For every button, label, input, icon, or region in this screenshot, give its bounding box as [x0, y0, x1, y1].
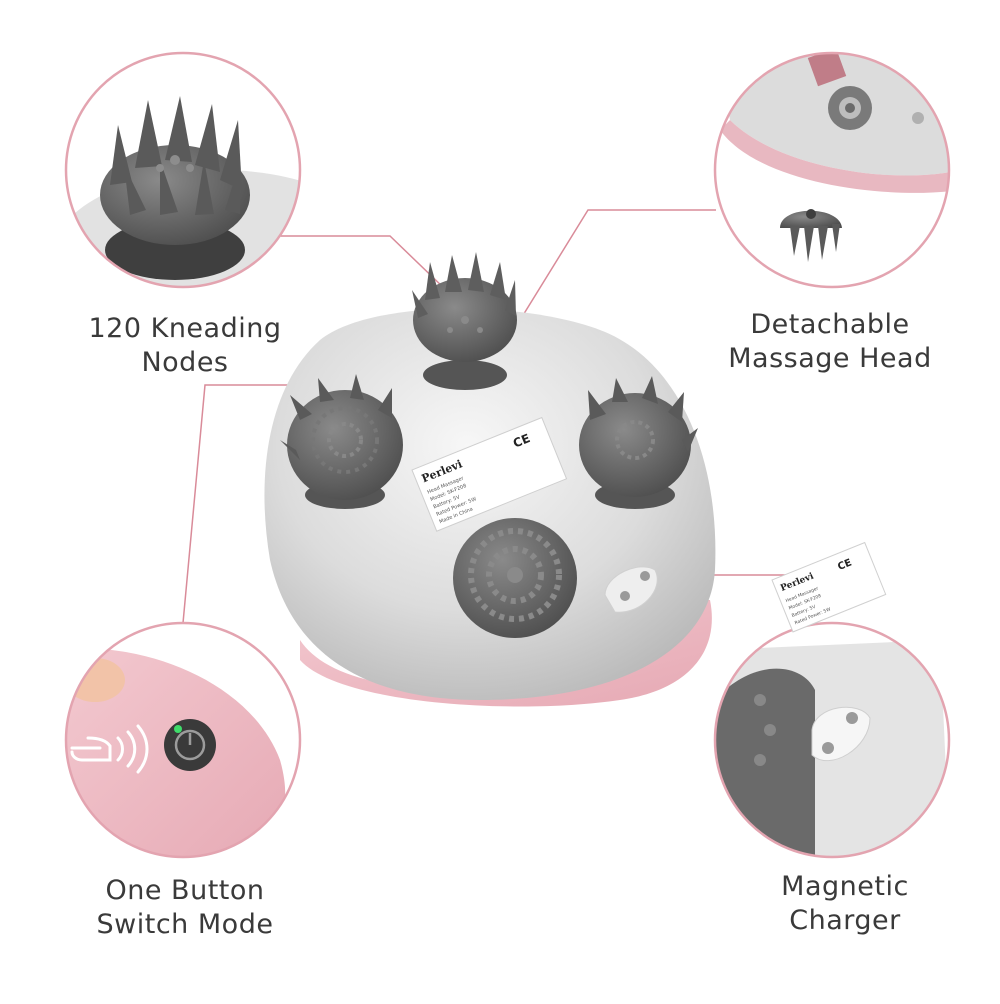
feature-one-button-line1: One Button — [105, 875, 265, 906]
massage-head-bottom — [453, 518, 577, 638]
detail-circle-kneading — [64, 51, 302, 289]
charging-contacts — [604, 566, 658, 613]
connector-button — [182, 384, 300, 624]
hand-press-icon — [70, 724, 149, 774]
feature-charger-line1: Magnetic — [781, 871, 909, 902]
feature-kneading-line2: Nodes — [141, 347, 229, 378]
feature-label-kneading: 120 Kneading Nodes — [60, 312, 310, 380]
feature-detachable-line1: Detachable — [750, 309, 910, 340]
feature-label-detachable: Detachable Massage Head — [700, 308, 960, 376]
connector-kneading — [276, 235, 447, 291]
detail-circle-detachable — [713, 51, 951, 289]
card-ce-mark: CE — [836, 557, 853, 573]
feature-charger-line2: Charger — [789, 905, 901, 936]
massage-head-top — [412, 252, 517, 362]
feature-one-button-line2: Switch Mode — [96, 909, 274, 940]
massage-head-right — [579, 376, 698, 497]
power-button-icon — [164, 719, 216, 771]
product-sticker: Perlevi CE Head Massager Model: SK-F208 … — [411, 416, 568, 532]
massage-head-left — [280, 374, 403, 500]
feature-label-one-button: One Button Switch Mode — [60, 874, 310, 942]
detail-circle-button — [64, 621, 302, 859]
feature-label-charger: Magnetic Charger — [735, 870, 955, 938]
floating-label-card: Perlevi CE Head Massager Model: SK-F208 … — [771, 541, 887, 633]
detail-circle-charger — [713, 621, 951, 859]
sticker-ce-mark: CE — [511, 431, 532, 450]
main-device: Perlevi CE Head Massager Model: SK-F208 … — [264, 252, 716, 707]
feature-detachable-line2: Massage Head — [728, 343, 932, 374]
feature-kneading-line1: 120 Kneading — [88, 313, 282, 344]
